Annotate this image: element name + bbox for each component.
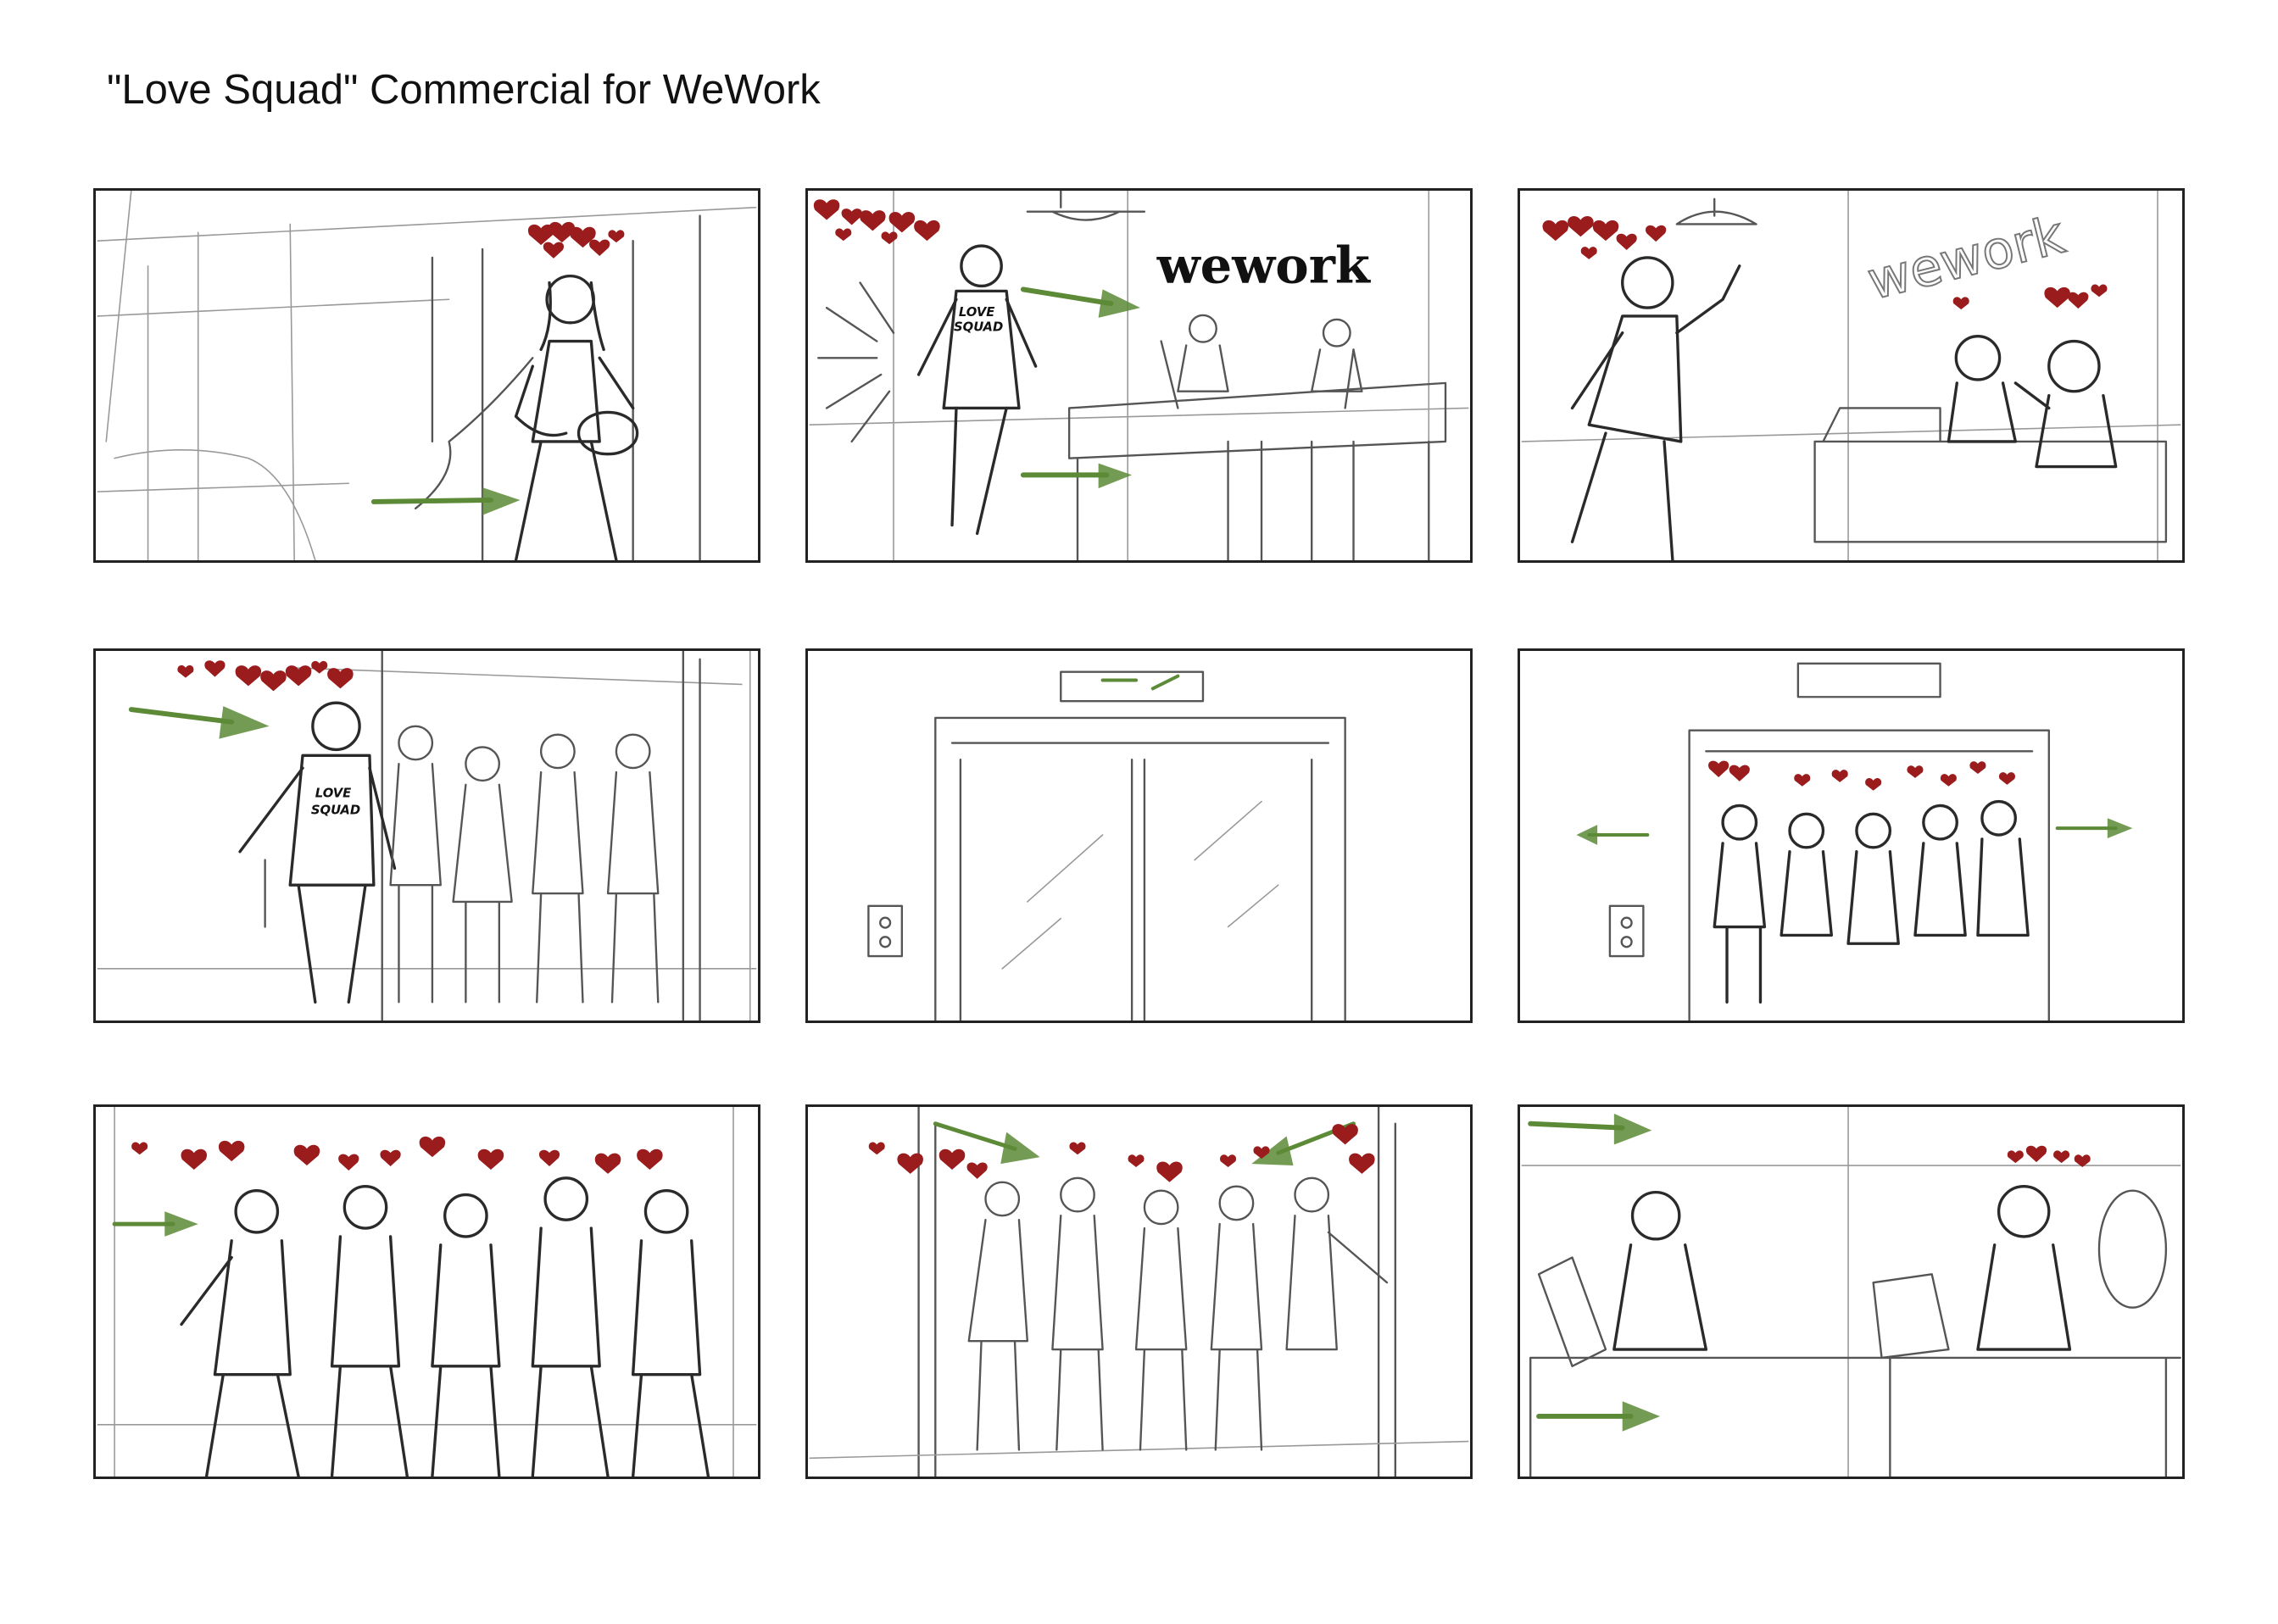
- storyboard-panel-9: [1518, 1104, 2185, 1479]
- wework-sign: wework: [1862, 205, 2070, 312]
- panel-5-sketch: [867, 670, 1346, 1021]
- wework-logo: wework: [1156, 236, 1372, 295]
- jacket-text-squad: SQUAD: [954, 320, 1003, 335]
- heart-icon: [527, 221, 625, 259]
- heart-icon: [177, 660, 354, 692]
- storyboard-panel-3: wework: [1518, 188, 2185, 563]
- panel-6-sketch: [1576, 662, 2133, 1021]
- panel-9-sketch: [1521, 1107, 2181, 1477]
- panel-1-sketch: [97, 191, 757, 560]
- heart-icon: [813, 199, 940, 245]
- heart-icon: [1708, 760, 2015, 791]
- storyboard-panel-2: LOVE SQUAD wework: [805, 188, 1473, 563]
- jacket-text-love: LOVE: [959, 305, 994, 320]
- heart-icon: [1542, 215, 2108, 310]
- page-title: "Love Squad" Commercial for WeWork: [107, 67, 821, 113]
- heart-icon: [2007, 1145, 2091, 1168]
- heart-icon: [868, 1124, 1375, 1182]
- jacket-text-squad: SQUAD: [311, 803, 360, 817]
- panel-4-sketch: LOVE SQUAD: [97, 651, 757, 1021]
- storyboard-panel-8: [805, 1104, 1473, 1479]
- panel-2-sketch: LOVE SQUAD wework: [809, 191, 1469, 560]
- storyboard-panel-7: [93, 1104, 760, 1479]
- storyboard-panel-6: [1518, 648, 2185, 1023]
- panel-3-sketch: wework: [1521, 191, 2181, 560]
- storyboard-panel-5: [805, 648, 1473, 1023]
- jacket-text-love: LOVE: [315, 787, 351, 801]
- panel-8-sketch: [809, 1107, 1469, 1477]
- storyboard-panel-4: LOVE SQUAD: [93, 648, 760, 1023]
- heart-icon: [131, 1136, 663, 1174]
- panel-7-sketch: [97, 1107, 757, 1477]
- storyboard-panel-1: [93, 188, 760, 563]
